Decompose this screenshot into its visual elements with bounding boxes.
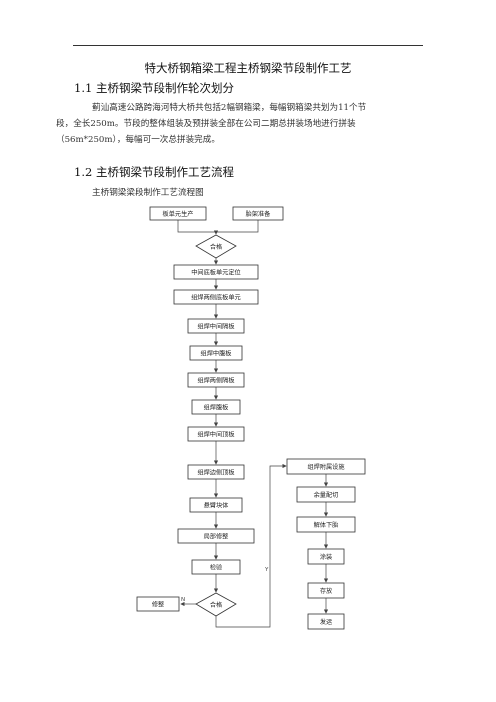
section-heading-1-2: 1.2 主桥钢梁节段制作工艺流程	[74, 165, 234, 179]
node-label-n4: 中间底板单元定位	[191, 269, 241, 277]
paragraph-line-3: （56m*250m），每幅可一次总拼装完成。	[56, 135, 220, 145]
flowchart-node-n1: 板单元生产	[149, 206, 207, 221]
flowchart-node-n22: 发运	[307, 613, 345, 630]
paragraph-line-2: 段，全长250m。节段的整体组装及预拼装全部在公司二期总拼装场地进行拼装	[56, 119, 356, 129]
document-title: 特大桥钢箱梁工程主桥钢梁节段制作工艺	[144, 61, 352, 75]
flowchart-node-n17: 组焊附属设施	[286, 458, 366, 475]
node-label-n1: 板单元生产	[163, 210, 194, 218]
flowchart-decision-n15: 合格	[195, 592, 237, 617]
edge-n1-n3	[177, 220, 216, 233]
flowchart-node-n14: 检验	[191, 559, 241, 575]
node-label-n19: 解体下胎	[314, 521, 339, 529]
section-1-1-paragraph: 蓟汕高速公路跨海河特大桥共包括2幅钢箱梁，每幅钢箱梁共划为11个节 段，全长25…	[56, 100, 426, 148]
flowchart-node-n10: 组焊中间顶板	[187, 426, 245, 442]
paragraph-line-1: 蓟汕高速公路跨海河特大桥共包括2幅钢箱梁，每幅钢箱梁共划为11个节	[92, 103, 367, 113]
no-label: N	[181, 597, 185, 603]
node-label-n21: 存放	[320, 587, 332, 595]
flowchart-node-n16: 修整	[136, 596, 180, 612]
flowchart-node-n5: 组焊两侧底板单元	[173, 289, 259, 305]
section-heading-1-1: 1.1 主桥钢梁节段制作轮次划分	[74, 81, 234, 95]
flowchart-node-n2: 胎架准备	[232, 206, 284, 221]
node-label-n16: 修整	[152, 601, 164, 609]
flowchart-edges	[177, 220, 329, 628]
flowchart-node-n13: 局部修整	[177, 528, 255, 544]
flowchart-decision-n3: 合格	[195, 234, 237, 259]
node-label-n22: 发运	[320, 618, 332, 626]
flowchart-node-n18: 余量配切	[296, 486, 356, 503]
node-label-n2: 胎架准备	[246, 210, 272, 218]
flowchart-node-n11: 组焊边侧顶板	[187, 464, 245, 480]
node-label-n11: 组焊边侧顶板	[197, 469, 234, 477]
node-label-n15: 合格	[210, 601, 223, 609]
node-label-n14: 检验	[210, 564, 223, 572]
node-label-n20: 涂装	[320, 553, 332, 561]
node-label-n6: 组焊中间隔板	[197, 323, 234, 331]
node-label-n10: 组焊中间顶板	[197, 431, 234, 439]
flowchart-node-n21: 存放	[307, 582, 345, 599]
edge-n15-n17	[215, 463, 287, 628]
flowchart-node-n8: 组焊两侧隔板	[187, 372, 245, 388]
flowchart-node-n19: 解体下胎	[296, 516, 356, 533]
node-label-n18: 余量配切	[314, 491, 339, 499]
flowchart-node-n20: 涂装	[307, 548, 345, 565]
node-label-n17: 组焊附属设施	[307, 463, 344, 471]
node-label-n3: 合格	[210, 243, 223, 251]
node-label-n7: 组焊中腹板	[201, 350, 232, 358]
edge-n2-n3	[216, 220, 259, 233]
flowchart-node-n7: 组焊中腹板	[189, 345, 243, 361]
header-rule	[73, 45, 423, 46]
flowchart-node-n6: 组焊中间隔板	[187, 318, 245, 334]
flowchart-caption: 主桥钢梁梁段制作工艺流程图	[92, 188, 204, 198]
node-label-n5: 组焊两侧底板单元	[191, 294, 241, 302]
node-label-n12: 悬臂块体	[204, 502, 230, 510]
node-label-n13: 局部修整	[204, 533, 229, 541]
flowchart-node-n9: 组焊腹板	[191, 399, 241, 415]
node-label-n9: 组焊腹板	[204, 404, 229, 412]
flowchart-node-n4: 中间底板单元定位	[173, 264, 259, 280]
node-label-n8: 组焊两侧隔板	[197, 377, 234, 385]
flowchart-node-n12: 悬臂块体	[189, 497, 243, 513]
yes-label: Y	[264, 567, 269, 573]
